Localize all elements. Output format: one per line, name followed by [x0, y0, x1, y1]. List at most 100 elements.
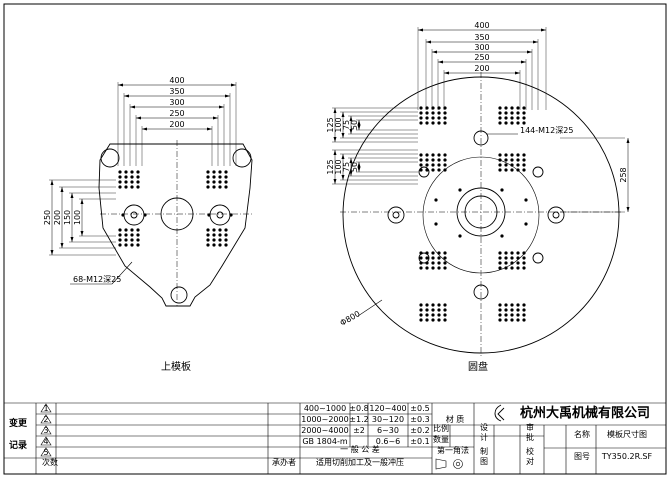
tapped-hole — [522, 163, 526, 167]
tapped-hole — [498, 163, 502, 167]
tapped-hole — [206, 243, 210, 247]
tapped-hole — [498, 266, 502, 270]
tapped-hole — [212, 170, 216, 174]
dimension-arrow — [50, 250, 54, 255]
tapped-hole — [419, 251, 423, 255]
draw-label-2: 图 — [480, 457, 488, 466]
tapped-hole — [419, 153, 423, 157]
tapped-hole — [437, 256, 441, 260]
tapped-hole — [136, 243, 140, 247]
dimension-value: 400 — [169, 76, 184, 85]
dimension-arrow — [207, 127, 212, 131]
tapped-hole — [522, 251, 526, 255]
tapped-hole — [206, 233, 210, 237]
tapped-hole — [500, 234, 504, 238]
tapped-hole — [419, 121, 423, 125]
tapped-hole — [224, 233, 228, 237]
dimension-arrow — [626, 207, 630, 212]
tapped-hole — [419, 256, 423, 260]
tapped-hole — [522, 313, 526, 317]
tapped-hole — [207, 213, 211, 217]
disc-hole-ur — [532, 166, 544, 178]
tapped-hole — [510, 121, 514, 125]
dimension-arrow — [136, 116, 141, 120]
tapped-hole — [136, 170, 140, 174]
dimension-arrow — [70, 193, 74, 198]
tapped-hole — [118, 170, 122, 174]
dimension-arrow — [357, 120, 361, 125]
revision-number: 3 — [43, 426, 48, 435]
tapped-hole — [498, 256, 502, 260]
tolerance-cell: ±1.2 — [349, 415, 368, 424]
tapped-hole — [510, 308, 514, 312]
disc-right-hole-inner — [552, 211, 560, 219]
tapped-hole — [443, 313, 447, 317]
tapped-hole — [443, 308, 447, 312]
tapped-hole — [419, 168, 423, 172]
tapped-hole — [443, 163, 447, 167]
part-name-value: 模板尺寸图 — [607, 429, 647, 439]
tapped-hole — [124, 175, 128, 179]
tolerance-cell: ±0.2 — [410, 426, 429, 435]
dimension-arrow — [225, 94, 230, 98]
dimension-arrow — [341, 154, 345, 159]
drawing-number-value: TY350.2R.SF — [601, 452, 653, 461]
tapped-hole — [443, 303, 447, 307]
check-label-1: 校 — [526, 446, 534, 456]
tapped-hole — [516, 256, 520, 260]
tapped-hole — [130, 185, 134, 189]
review-label-1: 审 — [526, 422, 534, 432]
tapped-hole — [510, 318, 514, 322]
tolerance-cell: 400~1000 — [304, 404, 346, 413]
tapped-hole — [522, 168, 526, 172]
tapped-hole — [206, 185, 210, 189]
tapped-hole — [224, 175, 228, 179]
dimension-arrow — [341, 133, 345, 138]
tapped-hole — [516, 111, 520, 115]
leader-line-left — [111, 261, 133, 285]
tapped-hole — [136, 228, 140, 232]
tapped-hole — [124, 233, 128, 237]
tapped-hole — [443, 168, 447, 172]
tapped-hole — [431, 163, 435, 167]
draw-label-1: 制 — [480, 446, 488, 456]
right-bore-inner — [216, 211, 224, 219]
dimension-value: 300 — [474, 43, 489, 52]
tolerance-cell: ±0.8 — [349, 404, 368, 413]
tolerance-cell: GB 1804-m — [302, 437, 347, 446]
tapped-hole — [206, 228, 210, 232]
tapped-hole — [206, 180, 210, 184]
tapped-hole — [425, 111, 429, 115]
tapped-hole — [136, 185, 140, 189]
tapped-hole — [498, 261, 502, 265]
tapped-hole — [504, 121, 508, 125]
upper-plate-view — [98, 140, 253, 307]
tapped-hole — [510, 256, 514, 260]
tapped-hole — [118, 228, 122, 232]
tapped-hole — [443, 251, 447, 255]
dimension-arrow — [60, 243, 64, 248]
tapped-hole — [504, 251, 508, 255]
title-block-grid — [4, 402, 666, 474]
dimension-value: 200 — [53, 210, 62, 225]
tapped-hole — [522, 266, 526, 270]
tapped-hole — [516, 303, 520, 307]
tapped-hole — [522, 318, 526, 322]
disc-right-hole — [547, 206, 565, 224]
tapped-hole — [425, 313, 429, 317]
tapped-hole — [218, 170, 222, 174]
dimension-arrow — [357, 162, 361, 167]
tapped-hole — [431, 318, 435, 322]
tapped-hole — [136, 238, 140, 242]
part-name-label: 名称 — [574, 429, 590, 439]
tapped-hole — [434, 222, 438, 226]
tolerance-note: 适用切削加工及一般冲压 — [316, 457, 404, 467]
tapped-hole — [437, 313, 441, 317]
dimension-value: 258 — [619, 167, 628, 182]
dimension-value: 125 — [326, 117, 335, 132]
revision-label-1: 变更 — [9, 417, 28, 429]
tapped-hole — [498, 251, 502, 255]
